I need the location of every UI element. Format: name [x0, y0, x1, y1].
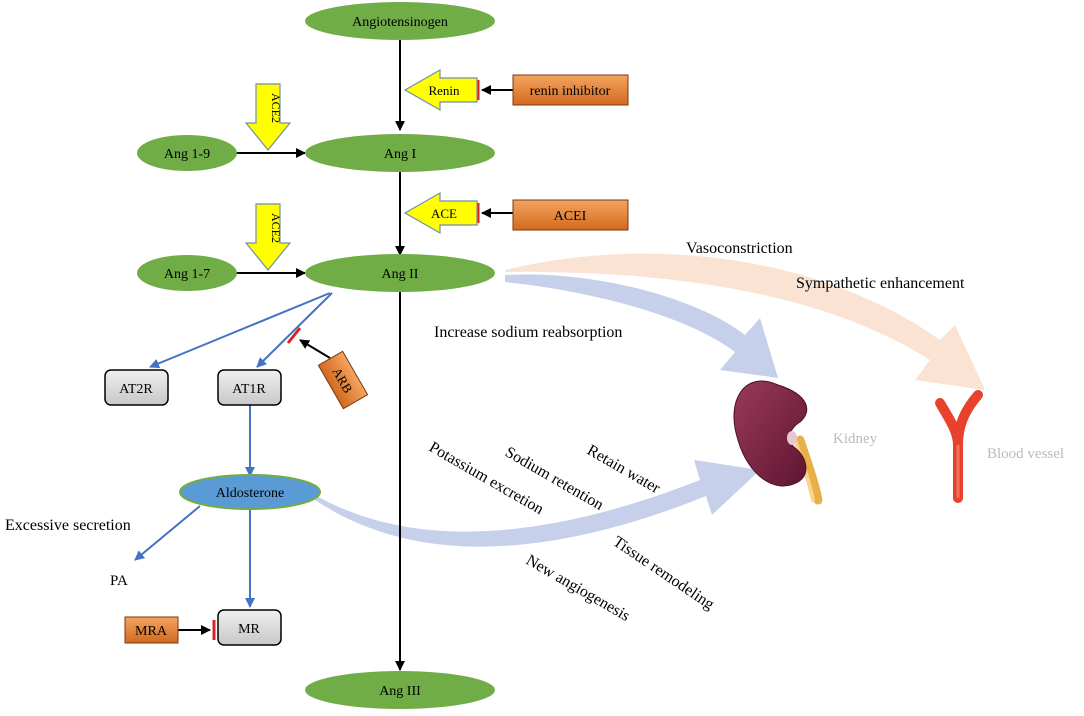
effect-retain-water: Retain water	[584, 442, 663, 498]
effect-vasoconstriction: Vasoconstriction	[686, 240, 793, 257]
effect-sodium-reabsorption: Increase sodium reabsorption	[434, 324, 622, 341]
label-blood-vessel: Blood vessel	[987, 446, 1064, 462]
node-ang19	[137, 135, 237, 171]
label-ace: ACE	[431, 206, 457, 221]
label-ang3: Ang III	[379, 684, 421, 699]
kidney-flow-arrow	[505, 274, 778, 378]
arrow-ang2-at1r	[256, 292, 333, 368]
enzyme-ace-arrow	[403, 191, 478, 235]
node-ang3	[305, 671, 495, 709]
label-ang19: Ang 1-9	[164, 147, 210, 162]
vasoconstriction-flow-arrow	[505, 253, 985, 390]
node-at2r	[104, 369, 169, 406]
arrow-aldosterone-pa	[134, 505, 201, 561]
enzyme-renin-arrow	[403, 68, 478, 112]
label-at2r: AT2R	[119, 382, 153, 397]
label-pa: PA	[110, 573, 128, 589]
label-ang1: Ang I	[384, 147, 417, 162]
label-aldosterone: Aldosterone	[216, 486, 284, 501]
inhibitor-mra	[124, 616, 179, 644]
label-renin: Renin	[428, 83, 460, 98]
node-aldosterone	[179, 474, 321, 510]
inhibit-arb-bar	[286, 327, 302, 344]
label-ang2: Ang II	[382, 267, 419, 282]
node-ang17	[137, 255, 237, 291]
label-mr: MR	[238, 622, 260, 637]
label-renin-inhibitor: renin inhibitor	[530, 84, 611, 99]
effect-excessive-secretion: Excessive secretion	[5, 517, 131, 534]
inhibitor-renin-inhibitor	[512, 74, 629, 106]
inhibit-arb-line	[299, 339, 331, 359]
label-kidney: Kidney	[833, 431, 878, 447]
node-ang1	[305, 134, 495, 172]
kidney-icon	[733, 380, 823, 505]
inhibitor-arb: ARB	[317, 350, 369, 410]
enzyme-ace2-bottom-arrow	[244, 203, 292, 271]
label-angiotensinogen: Angiotensinogen	[352, 15, 448, 30]
effect-new-angiogenesis: New angiogenesis	[523, 552, 633, 625]
label-ace2-bottom: ACE2	[269, 213, 283, 243]
label-ace2-top: ACE2	[269, 93, 283, 123]
blood-vessel-icon	[935, 390, 983, 503]
label-at1r: AT1R	[232, 382, 266, 397]
aldosterone-kidney-flow-arrow	[315, 460, 760, 547]
node-at1r	[217, 369, 282, 406]
label-mra: MRA	[135, 624, 168, 639]
inhibitor-acei	[512, 199, 629, 231]
effect-tissue-remodeling: Tissue remodeling	[610, 533, 717, 613]
enzyme-ace2-top-arrow	[244, 83, 292, 151]
node-angiotensinogen	[305, 2, 495, 40]
arrow-ang2-at2r	[149, 292, 331, 369]
effect-potassium-excretion: Potassium excretion	[426, 439, 546, 518]
label-acei: ACEI	[554, 209, 587, 224]
label-ang17: Ang 1-7	[164, 267, 210, 282]
effect-sympathetic: Sympathetic enhancement	[796, 275, 965, 292]
node-ang2	[305, 254, 495, 292]
node-mr	[217, 609, 282, 646]
